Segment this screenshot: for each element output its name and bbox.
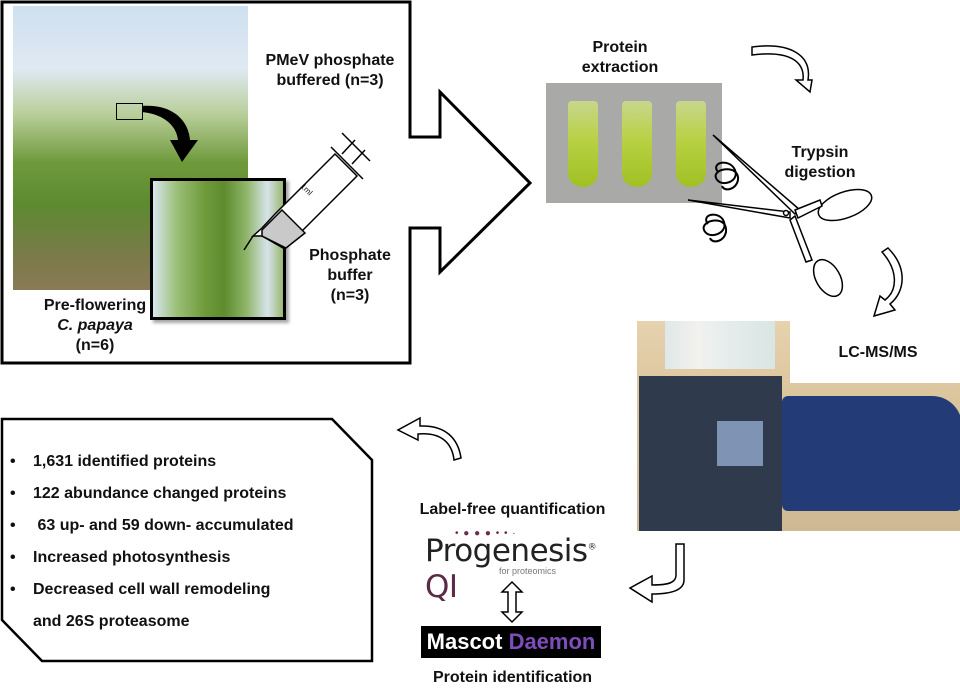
peptide-tangle-icon (702, 161, 740, 243)
tube-2 (622, 101, 652, 187)
summary-item: • 63 up- and 59 down- accumulated (8, 510, 368, 542)
treatment-label-line1: PMeV phosphate (265, 52, 395, 69)
bullet-icon: • (10, 581, 16, 598)
control-label-line3: (n=3) (330, 287, 370, 304)
summary-continuation-text: and 26S proteasome (33, 613, 190, 630)
identification-label: Protein identification (432, 669, 593, 686)
tube-1 (568, 101, 598, 187)
progenesis-ql: QI (425, 569, 458, 605)
extraction-label-line2: extraction (581, 59, 659, 76)
digestion-label-line1: Trypsin (791, 144, 849, 161)
summary-item: • Decreased cell wall remodeling (8, 574, 368, 606)
summary-item-text: 63 up- and 59 down- accumulated (33, 517, 294, 534)
control-label: Phosphate buffer (n=3) (300, 246, 400, 306)
bullet-icon: • (10, 453, 16, 470)
quantification-label: Label-free quantification (419, 501, 606, 518)
summary-item: • Increased photosynthesis (8, 542, 368, 574)
curved-arrow-to-summary (396, 416, 462, 461)
control-label-line1: Phosphate (309, 247, 391, 264)
treatment-label: PMeV phosphate buffered (n=3) (255, 51, 405, 91)
lcms-label-bg (790, 321, 960, 383)
summary-box (0, 417, 374, 663)
mascot-daemon-logo: Mascot Daemon (421, 626, 601, 658)
scissors-icon (687, 134, 873, 298)
protein-tubes-photo (546, 83, 722, 203)
bullet-icon: • (10, 485, 16, 502)
summary-item-continuation: and 26S proteasome (8, 606, 368, 638)
summary-item-text: Increased photosynthesis (33, 549, 231, 566)
progenesis-name: Progenesis (425, 533, 588, 569)
progenesis-wordmark: Progenesis® QI (425, 533, 600, 605)
double-arrow-icon (500, 580, 524, 624)
zoom-arrow-icon (142, 105, 198, 162)
progenesis-logo: • ● ● ● • • · Progenesis® QI for proteom… (425, 528, 600, 605)
progenesis-subtitle: for proteomics (499, 566, 557, 576)
petiole-closeup-photo (150, 178, 286, 320)
extraction-label: Protein extraction (570, 38, 670, 78)
lcms-label: LC-MS/MS (838, 344, 918, 361)
syringe-icon (243, 132, 371, 251)
curved-arrow-to-digestion (751, 45, 813, 94)
mascot-word: Mascot (426, 629, 503, 654)
summary-item-text: 1,631 identified proteins (33, 453, 217, 470)
summary-item-text: Decreased cell wall remodeling (33, 581, 271, 598)
summary-list: • 1,631 identified proteins • 122 abundanc… (8, 446, 368, 638)
solvent-bottles (665, 321, 775, 369)
digestion-label-line2: digestion (784, 164, 856, 181)
tube-3 (676, 101, 706, 187)
plant-label: Pre-flowering C. papaya (n=6) (20, 296, 170, 356)
sample-frame-arrow (0, 0, 533, 365)
summary-item-text: 122 abundance changed proteins (33, 485, 287, 502)
control-label-line2: buffer (327, 267, 373, 284)
curved-arrow-to-lcms (872, 247, 903, 318)
plant-species: C. papaya (57, 317, 133, 334)
progenesis-dots: • ● ● ● • • · (455, 528, 517, 539)
progenesis-reg: ® (587, 542, 597, 553)
curved-arrow-to-quant (628, 543, 685, 604)
bullet-icon: • (10, 517, 16, 534)
mass-spectrometer (782, 396, 960, 511)
digestion-label: Trypsin digestion (770, 143, 870, 183)
bullet-icon: • (10, 549, 16, 566)
summary-item: • 1,631 identified proteins (8, 446, 368, 478)
treatment-label-line2: buffered (n=3) (276, 72, 384, 89)
summary-item: • 122 abundance changed proteins (8, 478, 368, 510)
plant-label-line1: Pre-flowering (43, 297, 147, 314)
extraction-label-line1: Protein (592, 39, 648, 56)
daemon-word: Daemon (508, 629, 596, 654)
autosampler-door (717, 421, 763, 466)
plant-sample-size: (n=6) (75, 337, 115, 354)
